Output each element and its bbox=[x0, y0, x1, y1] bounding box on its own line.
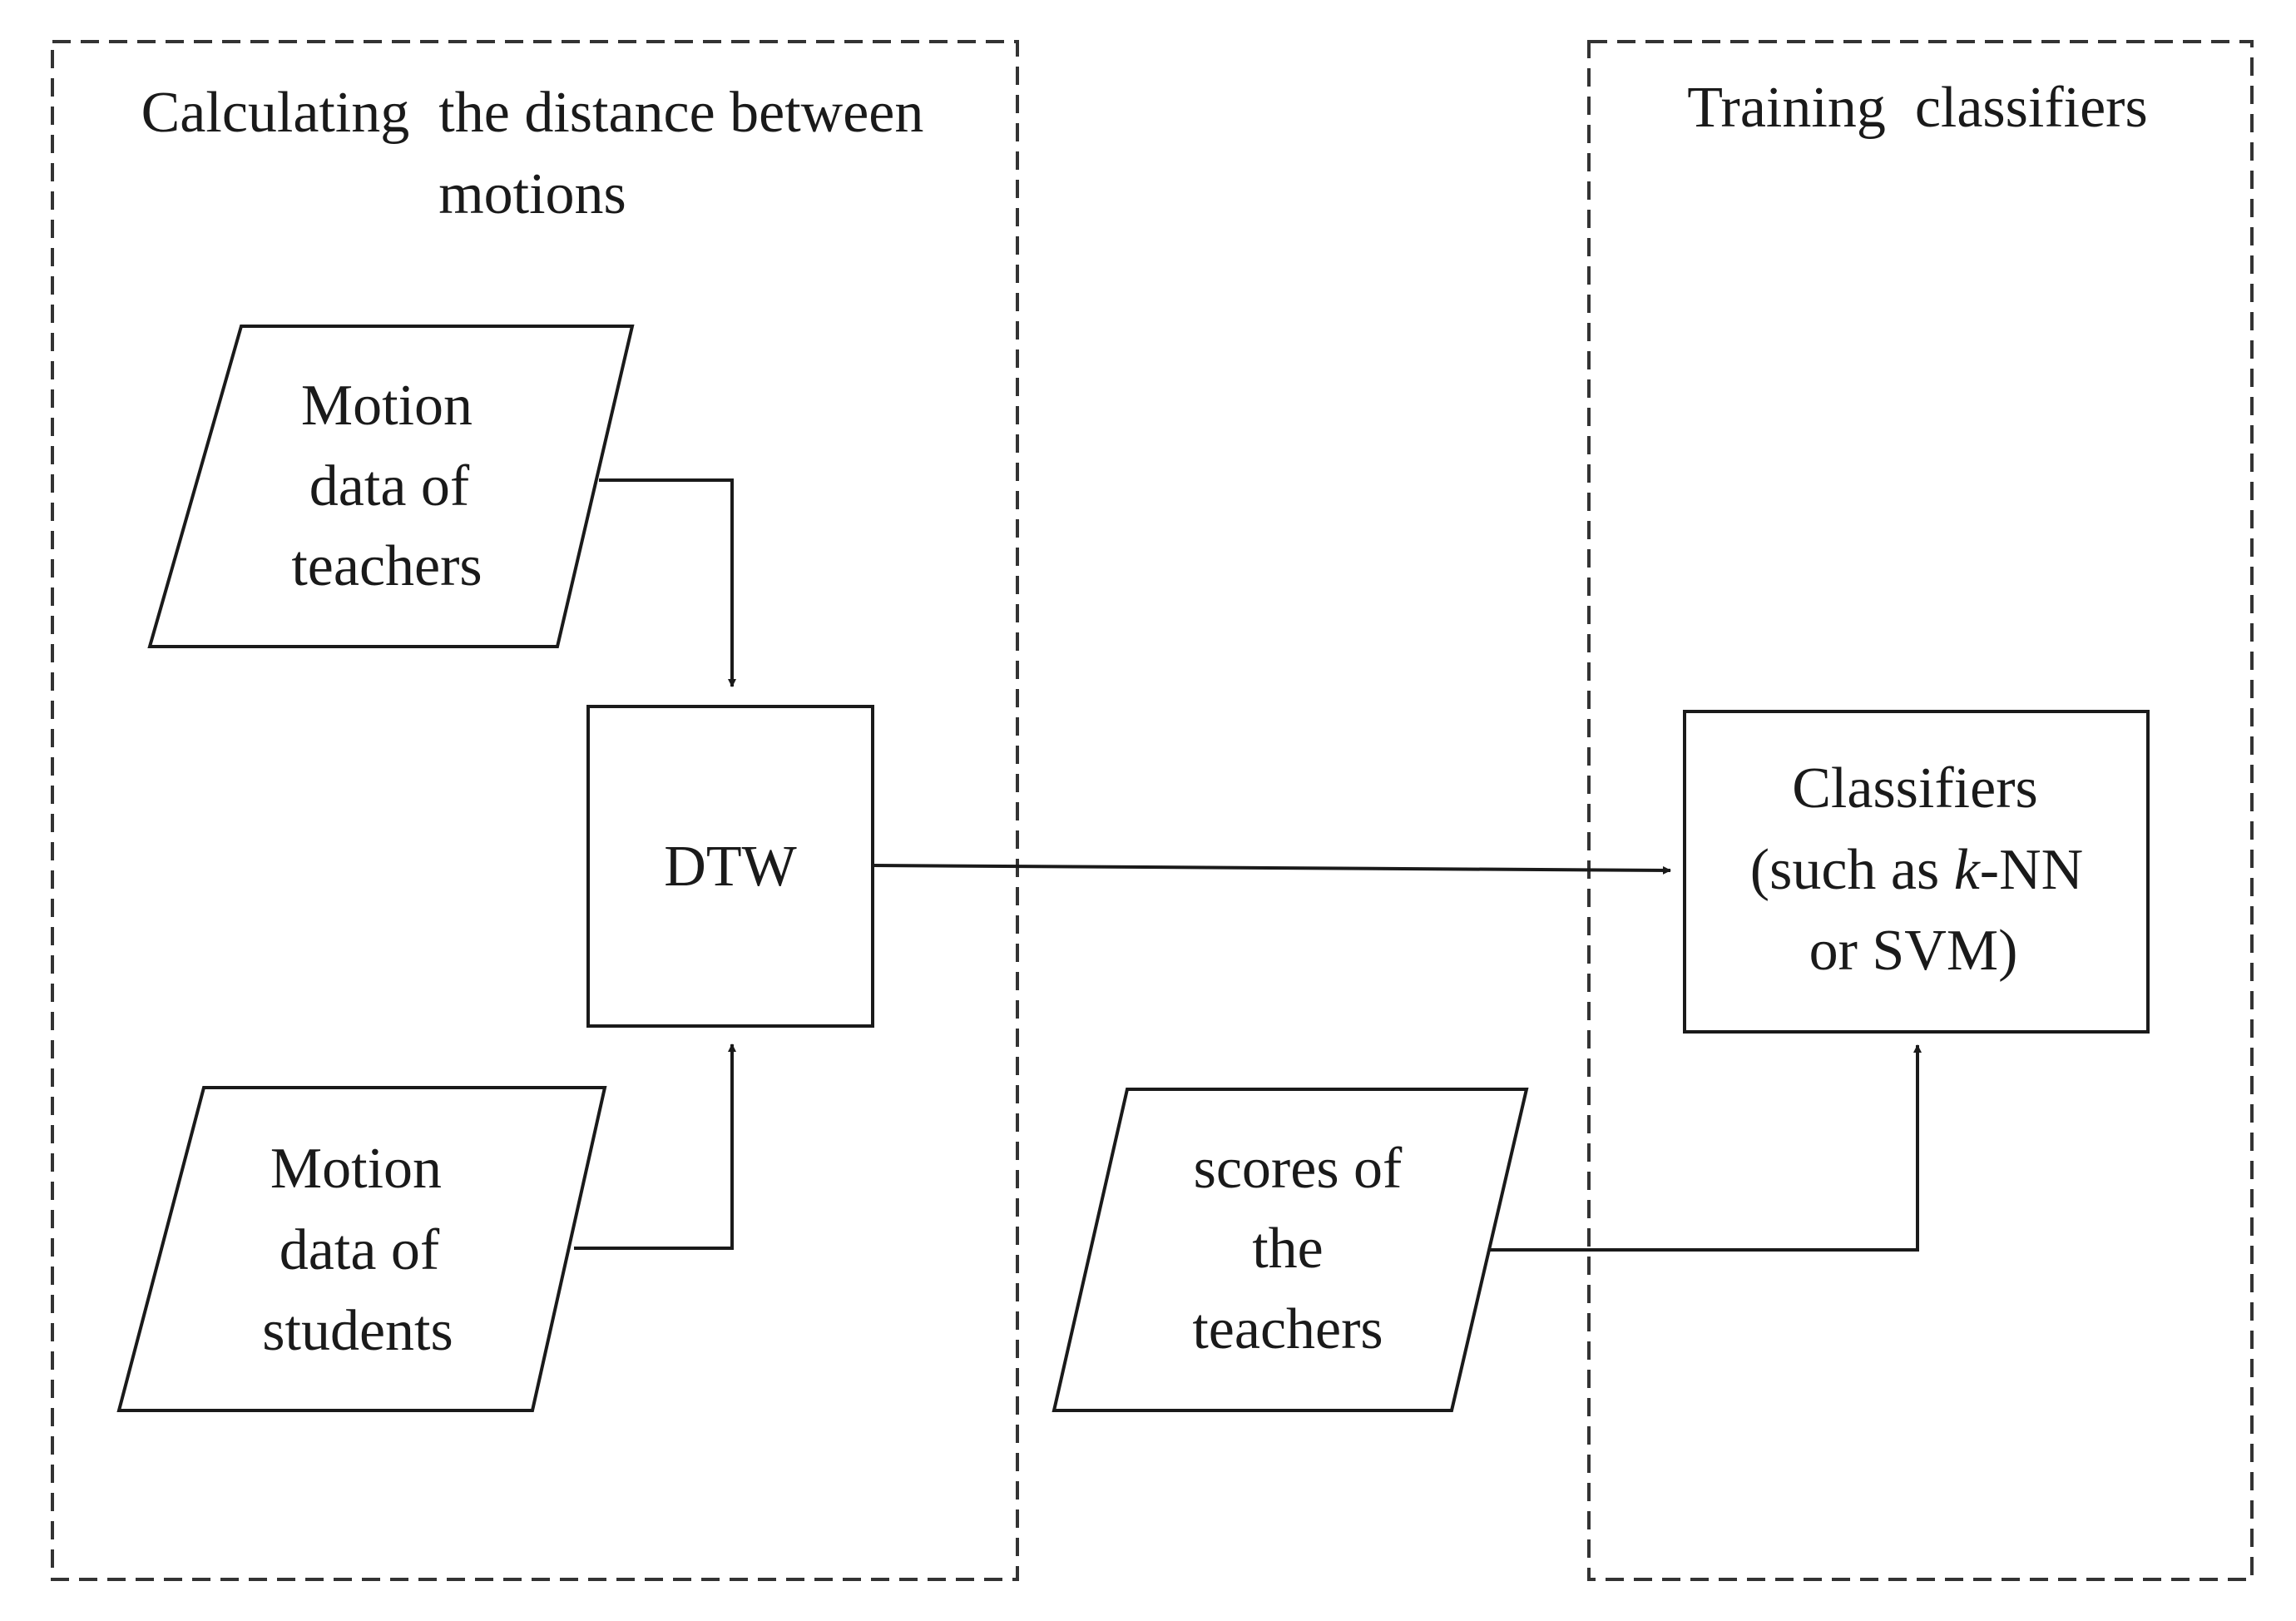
edge-teachers-to-dtw bbox=[599, 478, 736, 687]
students-motion-line2: data of bbox=[280, 1218, 440, 1282]
distance-group-box bbox=[51, 40, 1019, 1581]
classifiers-line2-suffix: -NN bbox=[1980, 838, 2083, 902]
training-group-box bbox=[1587, 40, 2254, 1581]
scores-line2: the bbox=[1252, 1217, 1324, 1281]
classifiers-node: Classifiers (such as k-NN or SVM) bbox=[1683, 710, 2150, 1034]
distance-group-title-line2: motions bbox=[438, 162, 626, 226]
edge-dtw-to-classifiers bbox=[872, 864, 1671, 875]
teachers-motion-line1: Motion bbox=[301, 374, 473, 438]
classifiers-line2: (such as k-NN bbox=[1750, 838, 2083, 902]
students-motion-node: Motion data of students bbox=[116, 1086, 607, 1412]
training-group-title: Training classifiers bbox=[1687, 76, 2147, 140]
dtw-label: DTW bbox=[664, 835, 796, 899]
edge-scores-to-classifiers bbox=[1489, 1044, 1922, 1252]
teachers-motion-line3: teachers bbox=[291, 534, 482, 598]
edge-students-to-dtw bbox=[574, 1043, 736, 1250]
classifiers-line2-prefix: (such as bbox=[1750, 838, 1954, 902]
teachers-motion-node: Motion data of teachers bbox=[147, 325, 635, 648]
classifiers-line3: or SVM) bbox=[1809, 919, 2018, 983]
classifiers-line1: Classifiers bbox=[1792, 756, 2038, 820]
classifiers-line2-italic: k bbox=[1954, 838, 1982, 902]
students-motion-line3: students bbox=[262, 1299, 453, 1363]
scores-line1: scores of bbox=[1194, 1137, 1403, 1201]
teachers-motion-line2: data of bbox=[309, 454, 470, 518]
distance-group-title-line1: Calculating the distance between bbox=[141, 81, 924, 145]
dtw-node: DTW bbox=[586, 705, 874, 1028]
students-motion-line1: Motion bbox=[270, 1137, 442, 1201]
scores-node: scores of the teachers bbox=[1052, 1088, 1529, 1412]
scores-line3: teachers bbox=[1192, 1297, 1383, 1361]
